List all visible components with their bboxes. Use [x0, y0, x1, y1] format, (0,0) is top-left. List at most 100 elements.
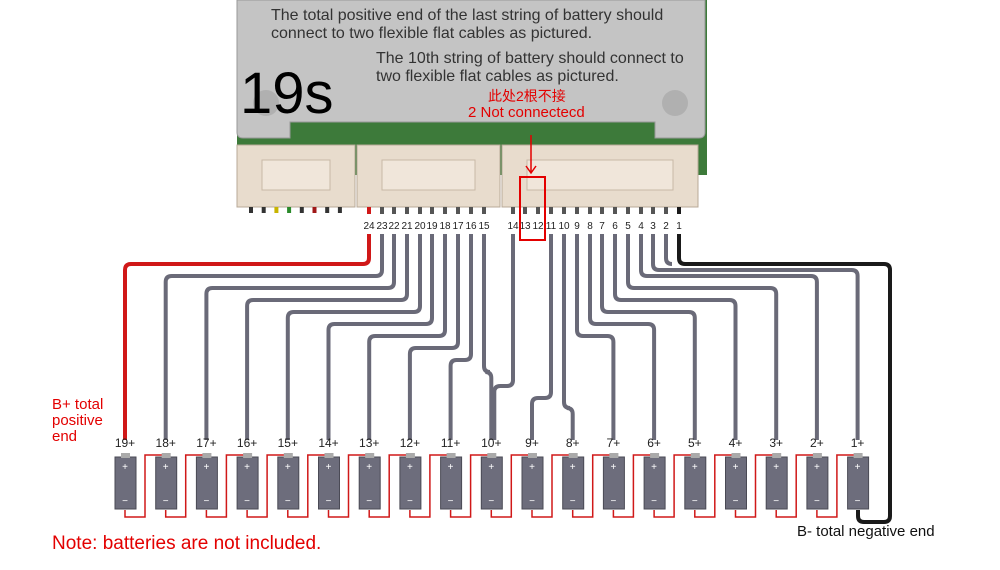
battery-terminal	[324, 453, 334, 458]
pin-stub-22	[392, 207, 396, 214]
pin-stub-8	[588, 207, 592, 214]
wire-pin-21	[245, 234, 409, 440]
pin-label-12: 12	[532, 221, 544, 232]
connector-latch	[381, 159, 476, 191]
pin-label-1: 1	[676, 221, 682, 232]
battery-label-10+: 10+	[481, 436, 501, 450]
pin-label-4: 4	[638, 221, 644, 232]
minus-icon: −	[203, 496, 209, 507]
plus-icon: +	[733, 462, 739, 473]
wire-pin-6	[613, 234, 738, 440]
series-link	[775, 454, 817, 518]
pin-label-9: 9	[574, 221, 580, 232]
wire-pin-11	[530, 234, 553, 440]
pin-label-6: 6	[612, 221, 618, 232]
series-link	[694, 454, 736, 518]
pin-label-20: 20	[414, 221, 426, 232]
plus-icon: +	[855, 462, 861, 473]
battery-terminal	[853, 453, 863, 458]
battery-label-5+: 5+	[688, 436, 702, 450]
minus-icon: −	[651, 496, 657, 507]
battery-label-18+: 18+	[156, 436, 176, 450]
battery-terminal	[161, 453, 171, 458]
wire-stub	[274, 207, 279, 213]
battery-label-9+: 9+	[525, 436, 539, 450]
battery-terminal	[243, 453, 253, 458]
plus-icon: +	[285, 462, 291, 473]
minus-icon: −	[163, 496, 169, 507]
plus-icon: +	[163, 462, 169, 473]
pin-stub-14	[511, 207, 515, 214]
not-connected-highlight	[519, 176, 546, 241]
pin-stub-21	[405, 207, 409, 214]
plus-icon: +	[773, 462, 779, 473]
plus-icon: +	[570, 462, 576, 473]
pin-label-15: 15	[478, 221, 490, 232]
series-link	[531, 454, 573, 518]
battery-terminal	[650, 453, 660, 458]
minus-icon: −	[692, 496, 698, 507]
pin-label-11: 11	[546, 221, 557, 232]
not-connected-cn: 此处2根不接	[488, 88, 566, 104]
series-link	[164, 454, 207, 518]
minus-icon: −	[814, 496, 820, 507]
series-link	[734, 454, 777, 518]
wire-pin-23	[163, 234, 384, 440]
battery-terminal	[283, 453, 293, 458]
b-plus-label: B+ total positive end	[52, 396, 104, 445]
pin-stub-23	[380, 207, 384, 214]
battery-label-15+: 15+	[278, 436, 298, 450]
pin-stub-17	[456, 207, 460, 214]
battery-terminal	[487, 453, 497, 458]
series-link	[246, 454, 288, 518]
pin-stub-11	[549, 207, 553, 214]
series-link	[490, 454, 532, 518]
pin-stub-1	[677, 207, 681, 214]
plus-icon: +	[814, 462, 820, 473]
wire-pin-17	[407, 234, 460, 440]
battery-label-1+: 1+	[851, 436, 865, 450]
model-label: 19s	[240, 61, 334, 126]
minus-icon: −	[610, 496, 616, 507]
wire-pin-14	[492, 234, 515, 440]
pin-label-5: 5	[625, 221, 631, 232]
pin-label-3: 3	[650, 221, 656, 232]
wire-stub	[299, 207, 304, 213]
pin-stub-4	[639, 207, 643, 214]
connector-1	[236, 144, 356, 208]
plus-icon: +	[366, 462, 372, 473]
wire-pin-18	[367, 234, 447, 440]
pin-stub-13	[523, 207, 527, 214]
plus-icon: +	[203, 462, 209, 473]
connector-latch	[261, 159, 331, 191]
b-minus-label: B- total negative end	[797, 523, 935, 540]
wire-pin-22	[204, 234, 396, 440]
plus-icon: +	[488, 462, 494, 473]
pin-stub-10	[562, 207, 566, 214]
minus-icon: −	[733, 496, 739, 507]
not-connected-en: 2 Not connectecd	[468, 104, 585, 121]
connector-latch	[526, 159, 674, 191]
pin-label-21: 21	[401, 221, 413, 232]
wire-pin-8	[588, 234, 657, 440]
pin-label-17: 17	[452, 221, 464, 232]
pin-stub-3	[651, 207, 655, 214]
wire-pin-4	[639, 234, 819, 440]
wire-pin-16	[448, 234, 473, 440]
pin-label-19: 19	[426, 221, 438, 232]
pin-stub-18	[443, 207, 447, 214]
wire-pin-9	[575, 234, 616, 440]
pin-stub-19	[430, 207, 434, 214]
note-10th-string: The 10th string of battery should connec…	[376, 50, 684, 85]
battery-label-2+: 2+	[810, 436, 824, 450]
battery-label-11+: 11+	[441, 436, 460, 450]
battery-label-3+: 3+	[769, 436, 783, 450]
wire-stub	[337, 207, 342, 213]
pin-stub-7	[600, 207, 604, 214]
pin-label-14: 14	[507, 221, 519, 232]
pin-stub-9	[575, 207, 579, 214]
wire-pin-5	[626, 234, 779, 440]
wire-stub	[249, 207, 253, 213]
